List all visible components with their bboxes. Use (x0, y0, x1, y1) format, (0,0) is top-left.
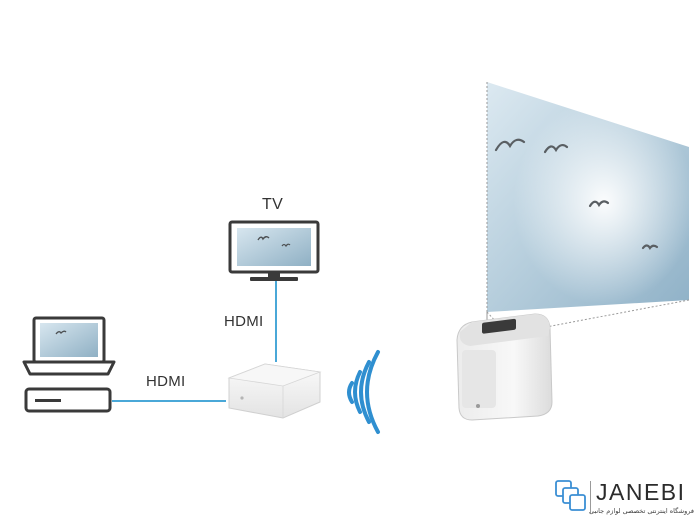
brand-tagline: فروشگاه اینترنتی تخصصی لوازم جانبی (588, 507, 694, 515)
portable-projector (456, 313, 553, 421)
brand-name: JANEBI (596, 479, 686, 505)
tv-icon (228, 220, 320, 281)
wireless-hub-box (227, 363, 322, 419)
hdmi-cables (112, 280, 277, 402)
laptop-icon (22, 316, 116, 376)
brand-divider (590, 481, 591, 513)
hdmi-label-player: HDMI (146, 373, 186, 390)
media-player-icon (24, 387, 112, 413)
janebi-logo-icon (555, 480, 586, 511)
projector-grille (462, 350, 496, 408)
brand-watermark: JANEBI فروشگاه اینترنتی تخصصی لوازم جانب… (552, 476, 694, 520)
wireless-signal-icon (347, 350, 380, 434)
projection-screen (487, 82, 689, 312)
tv-label: TV (262, 196, 284, 213)
hdmi-label-tv: HDMI (224, 313, 264, 330)
seagull-icons (494, 138, 659, 250)
